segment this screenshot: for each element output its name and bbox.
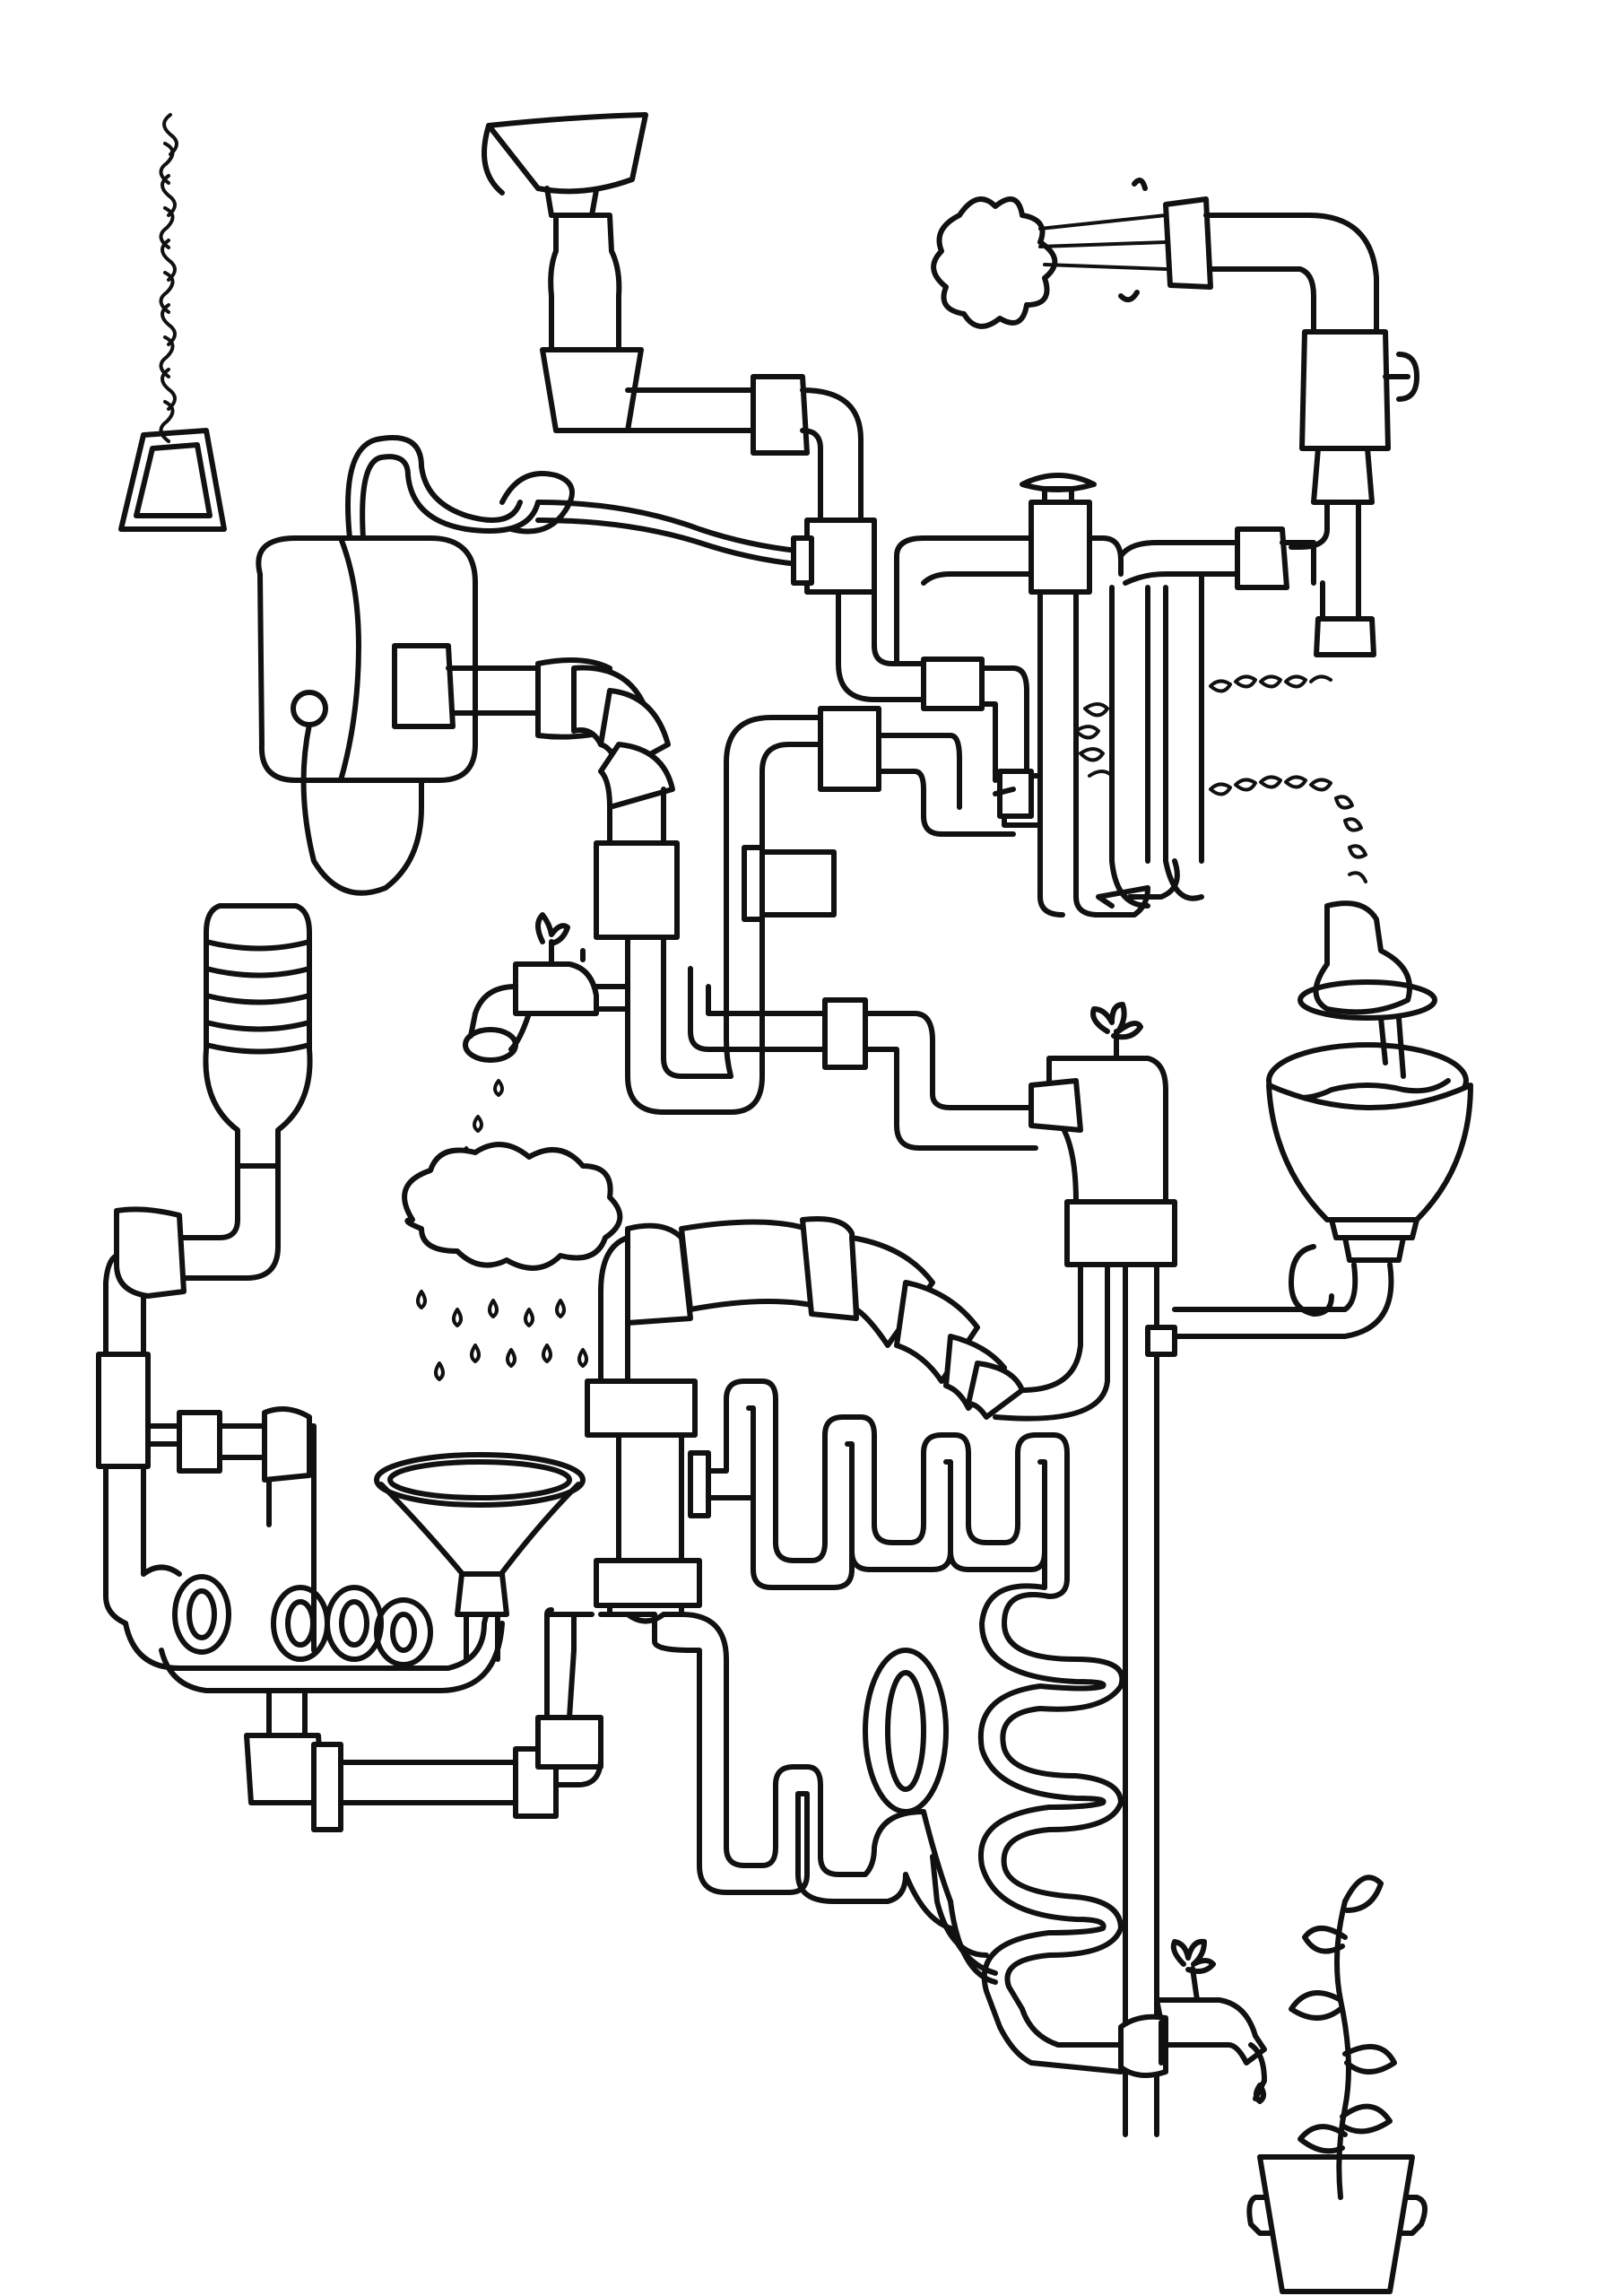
pipe-network-right <box>1074 571 1367 909</box>
pipe-elbow-ribbed <box>535 657 733 1115</box>
funnel-bottle-icon[interactable] <box>482 112 648 433</box>
zigzag-pipe-icon[interactable] <box>688 1378 1070 1590</box>
potted-plant-icon[interactable] <box>1246 1874 1428 2294</box>
water-spray-icon[interactable] <box>931 178 1419 657</box>
pipe-elbow-large <box>585 1216 1110 1624</box>
water-bottle-icon[interactable] <box>177 903 313 1281</box>
water-pump-icon[interactable] <box>256 435 810 896</box>
chain-pull-handle-icon[interactable] <box>118 113 227 532</box>
pipe-network-lower <box>244 1607 1124 2074</box>
faucet-icon[interactable] <box>461 912 630 1164</box>
pipe-network-left <box>96 1206 317 1653</box>
shower-head-icon[interactable] <box>1298 900 1437 1021</box>
rain-cloud-icon[interactable] <box>402 1142 623 1381</box>
pipe-network-middle <box>688 706 1038 1151</box>
faucet-icon[interactable] <box>1028 1002 1200 1581</box>
faucet-icon[interactable] <box>1118 1938 1267 2104</box>
collecting-funnel-icon[interactable] <box>374 1452 586 1662</box>
basin-bowl-icon[interactable] <box>1190 1015 1473 1339</box>
